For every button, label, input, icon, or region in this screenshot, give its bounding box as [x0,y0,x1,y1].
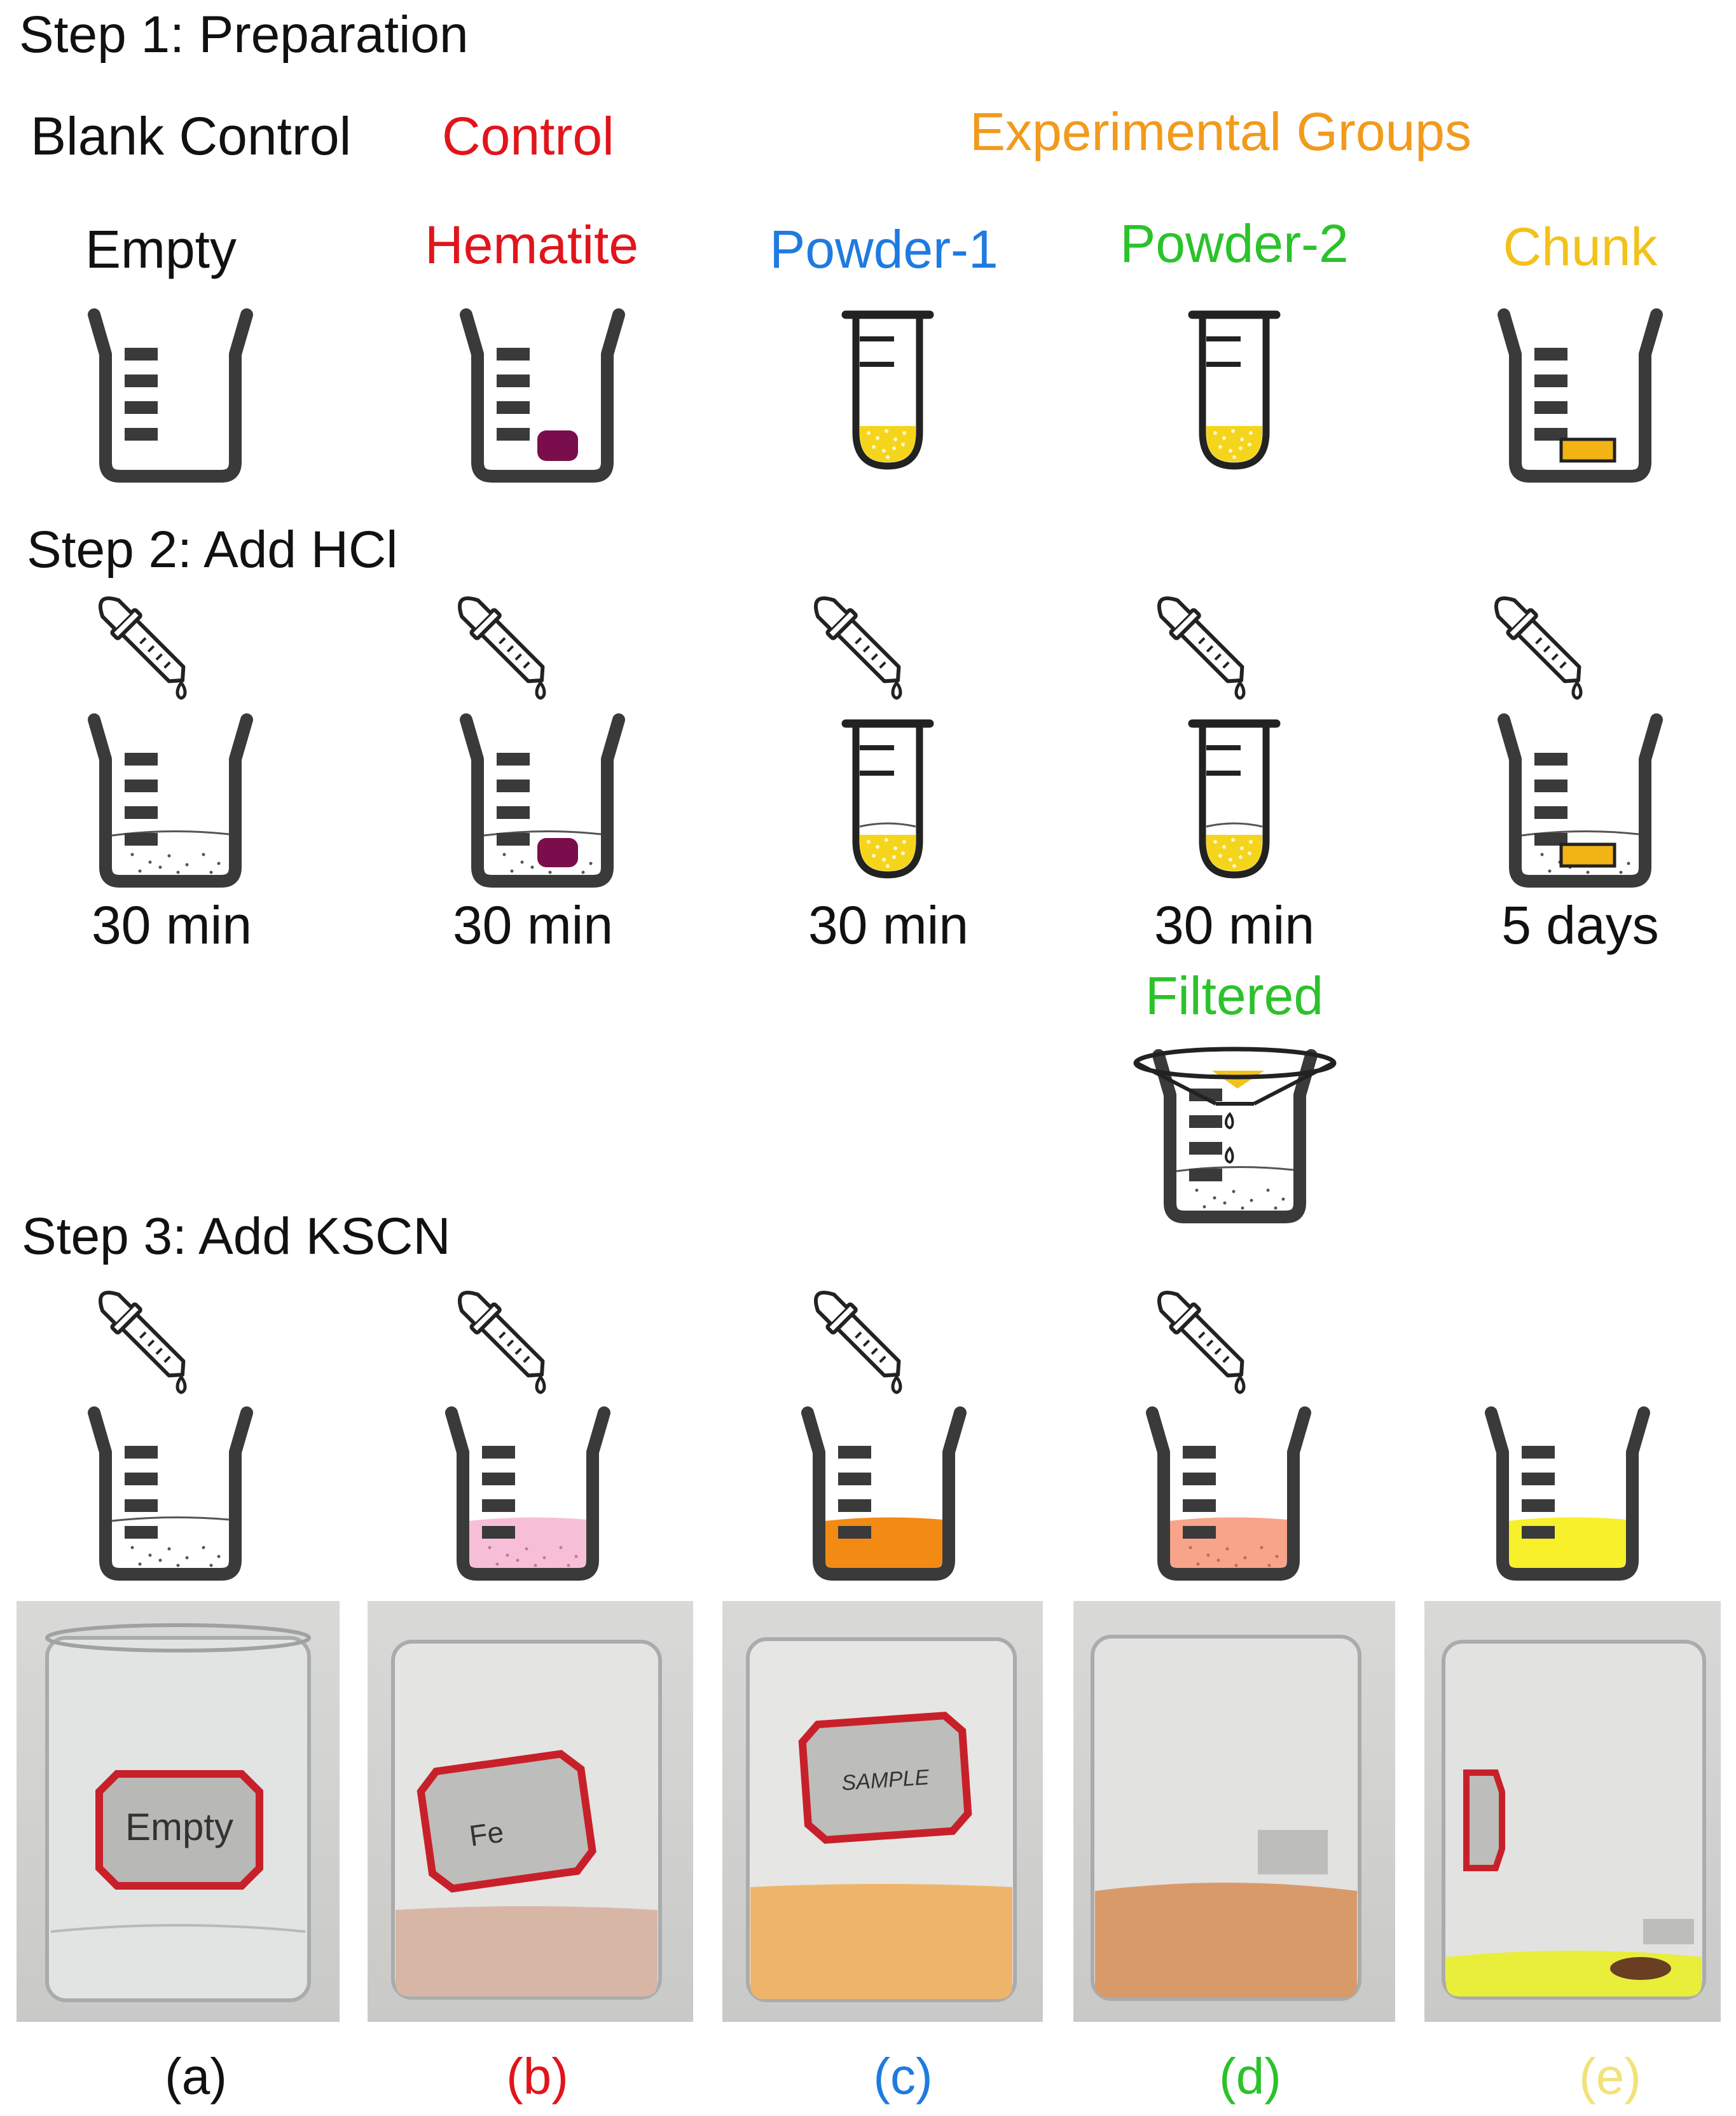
step2-dropper-d [1150,589,1253,698]
photo-a-label: Empty [95,1770,263,1890]
filter-funnel-beaker [1133,1047,1337,1217]
photo-e [1424,1601,1721,2022]
chunk-piece [1559,437,1616,463]
step2-tube-powder-2 [1192,724,1276,875]
photo-a: Empty [17,1601,340,2022]
step2-title: Step 2: Add HCl [27,521,397,579]
step3-beaker-b [451,1413,604,1574]
photo-b: Fe [368,1601,693,2022]
step2-beaker-chunk [1504,720,1657,881]
photo-e-chunk [1610,1957,1671,1980]
step1-tube-powder-2 [1192,315,1276,466]
step2-dropper-b [450,589,554,698]
step3-beaker-c [808,1413,960,1574]
step3-dropper-a [91,1283,195,1392]
panel-label-a: (a) [165,2048,227,2105]
photo-c-liquid [750,1884,1012,1999]
panel-label-d: (d) [1219,2048,1281,2105]
time-label-e: 5 days [1501,895,1659,955]
step1-beaker-empty [94,315,247,476]
time-label-c: 30 min [808,895,968,955]
step3-beaker-d [1152,1413,1305,1574]
group-blank-control: Blank Control [31,106,351,166]
solution-d [1170,1517,1287,1568]
hematite-chunk-hcl [537,838,578,867]
step2-dropper-a [91,589,195,698]
step3-title: Step 3: Add KSCN [22,1207,451,1265]
photo-b-label-text: Fe [467,1815,506,1853]
solution-b [469,1517,586,1568]
step2-dropper-c [806,589,910,698]
time-label-a: 30 min [92,895,252,955]
item-label-empty: Empty [85,219,237,279]
step2-dropper-e [1487,589,1590,698]
photo-b-liquid [396,1906,658,1996]
step3-dropper-d [1150,1283,1253,1392]
panel-label-e: (e) [1579,2048,1641,2105]
photo-c: SAMPLE [722,1601,1043,2022]
hematite-chunk [537,430,578,461]
panel-label-b: (b) [506,2048,568,2105]
photo-d-liquid [1095,1883,1357,1998]
solution-e [1509,1517,1626,1568]
group-control: Control [442,106,614,166]
chunk-piece-hcl [1559,842,1616,868]
photo-b-label: Fe [417,1750,596,1893]
step1-title: Step 1: Preparation [19,6,469,64]
item-label-powder-1: Powder-1 [769,219,998,279]
group-experimental: Experimental Groups [970,102,1471,161]
step2-tube-powder-1 [846,724,930,875]
photo-e-glass-beaker [1442,1640,1706,2000]
step2-beaker-hematite [466,720,619,881]
solution-c [825,1517,942,1568]
step3-dropper-b [450,1283,554,1392]
step3-beaker-a [94,1413,247,1574]
step3-dropper-c [806,1283,910,1392]
step3-beaker-e [1491,1413,1644,1574]
time-label-d: 30 min [1154,895,1314,955]
photo-a-label-text: Empty [125,1806,233,1848]
photo-c-label: SAMPLE [798,1712,972,1844]
step1-beaker-hematite [466,315,619,476]
item-label-chunk: Chunk [1503,217,1658,277]
step1-beaker-chunk [1504,315,1657,476]
step2-beaker-empty [94,720,247,881]
step1-tube-powder-1 [846,315,930,466]
item-label-hematite: Hematite [425,215,638,275]
time-label-b: 30 min [453,895,613,955]
photo-d [1073,1601,1395,2022]
panel-label-c: (c) [873,2048,932,2105]
item-label-powder-2: Powder-2 [1120,214,1349,273]
filtered-label: Filtered [1145,966,1323,1026]
